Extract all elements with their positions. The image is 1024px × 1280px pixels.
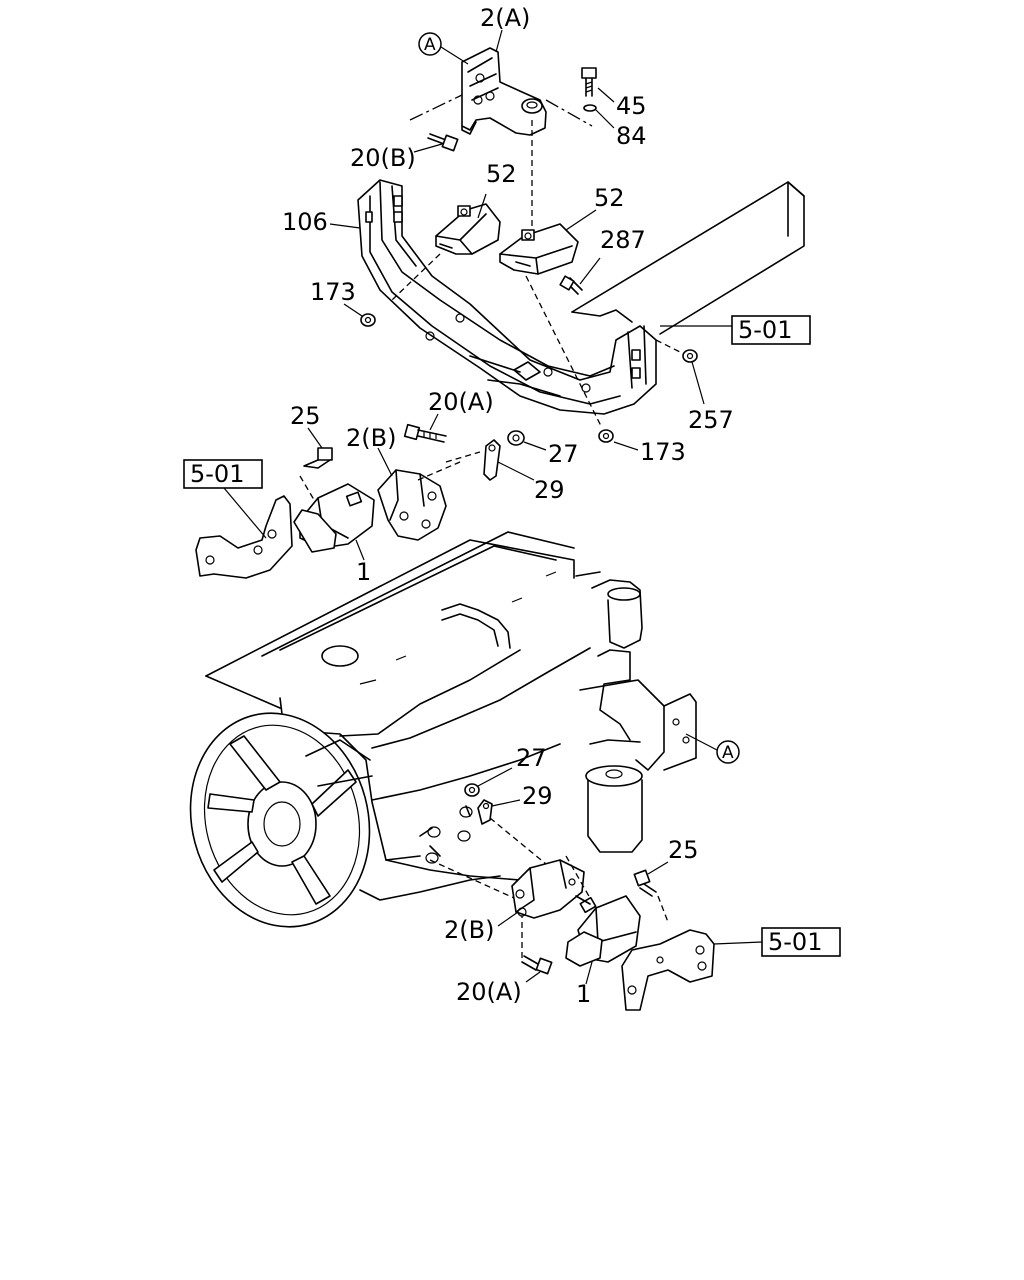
bolt-20a-top [403, 423, 447, 443]
mount-52-left [435, 203, 501, 255]
callout-106: 106 [282, 208, 328, 236]
marker-a-right-label: A [722, 743, 734, 763]
marker-a-right: A [685, 733, 740, 764]
engine-block [205, 531, 697, 901]
reference-box-5-01-top: 5-01 [731, 315, 811, 345]
clip-29-bottom [477, 799, 493, 825]
nut-173-right [598, 429, 614, 443]
bolt-45 [581, 67, 597, 97]
mount-52-right [499, 223, 579, 275]
bolt-287 [559, 275, 583, 295]
clip-29-top [483, 439, 501, 481]
callout-27-top: 27 [548, 440, 579, 468]
bracket-2b-bottom [511, 859, 585, 919]
ref-501-bottom-label: 5-01 [768, 928, 822, 956]
callout-173-right: 173 [640, 438, 686, 466]
callout-20a-top: 20(A) [428, 388, 494, 416]
crossmember-106 [357, 179, 657, 415]
callout-2b-top: 2(B) [346, 424, 396, 452]
callout-2a-top: 2(A) [480, 4, 530, 32]
callout-84: 84 [616, 122, 647, 150]
callout-25-bottom: 25 [668, 836, 699, 864]
frame-rail [571, 181, 805, 335]
callout-45: 45 [616, 92, 647, 120]
callout-287: 287 [600, 226, 646, 254]
cooling-fan [189, 712, 373, 928]
callout-52-right: 52 [594, 184, 625, 212]
frame-bracket-right [621, 929, 715, 1011]
nut-27-bottom [464, 783, 480, 797]
reference-box-5-01-bottom: 5-01 [761, 927, 841, 957]
ref-501-left-label: 5-01 [190, 460, 244, 488]
callout-25-top: 25 [290, 402, 321, 430]
callout-173-left: 173 [310, 278, 356, 306]
insulator-1-bottom [565, 895, 641, 967]
callout-1-top: 1 [356, 558, 371, 586]
bolt-25-top [303, 447, 333, 469]
nut-27-top [507, 430, 525, 446]
bracket-2b-top [377, 469, 447, 541]
bolt-20a-bottom [521, 955, 553, 975]
ref-501-top-label: 5-01 [738, 316, 792, 344]
bolt-20b-top [427, 133, 459, 152]
callout-29-top: 29 [534, 476, 565, 504]
marker-a-top-label: A [424, 35, 436, 55]
frame-bracket-left [195, 495, 293, 579]
bracket-2a [461, 47, 547, 136]
callout-52-left: 52 [486, 160, 517, 188]
callout-257: 257 [688, 406, 734, 434]
nut-173-left [360, 313, 376, 327]
callout-1-bottom: 1 [576, 980, 591, 1008]
callout-27-bottom: 27 [516, 744, 547, 772]
reference-box-5-01-left: 5-01 [183, 459, 263, 489]
callout-20a-bottom: 20(A) [456, 978, 522, 1006]
marker-a-top: A [418, 32, 469, 65]
callout-2b-bottom: 2(B) [444, 916, 494, 944]
bolt-25-bottom [633, 869, 657, 897]
washer-84 [583, 104, 597, 112]
callout-29-bottom: 29 [522, 782, 553, 810]
nut-257 [682, 349, 698, 363]
callout-20b-top: 20(B) [350, 144, 416, 172]
insulator-1-top [293, 483, 375, 553]
